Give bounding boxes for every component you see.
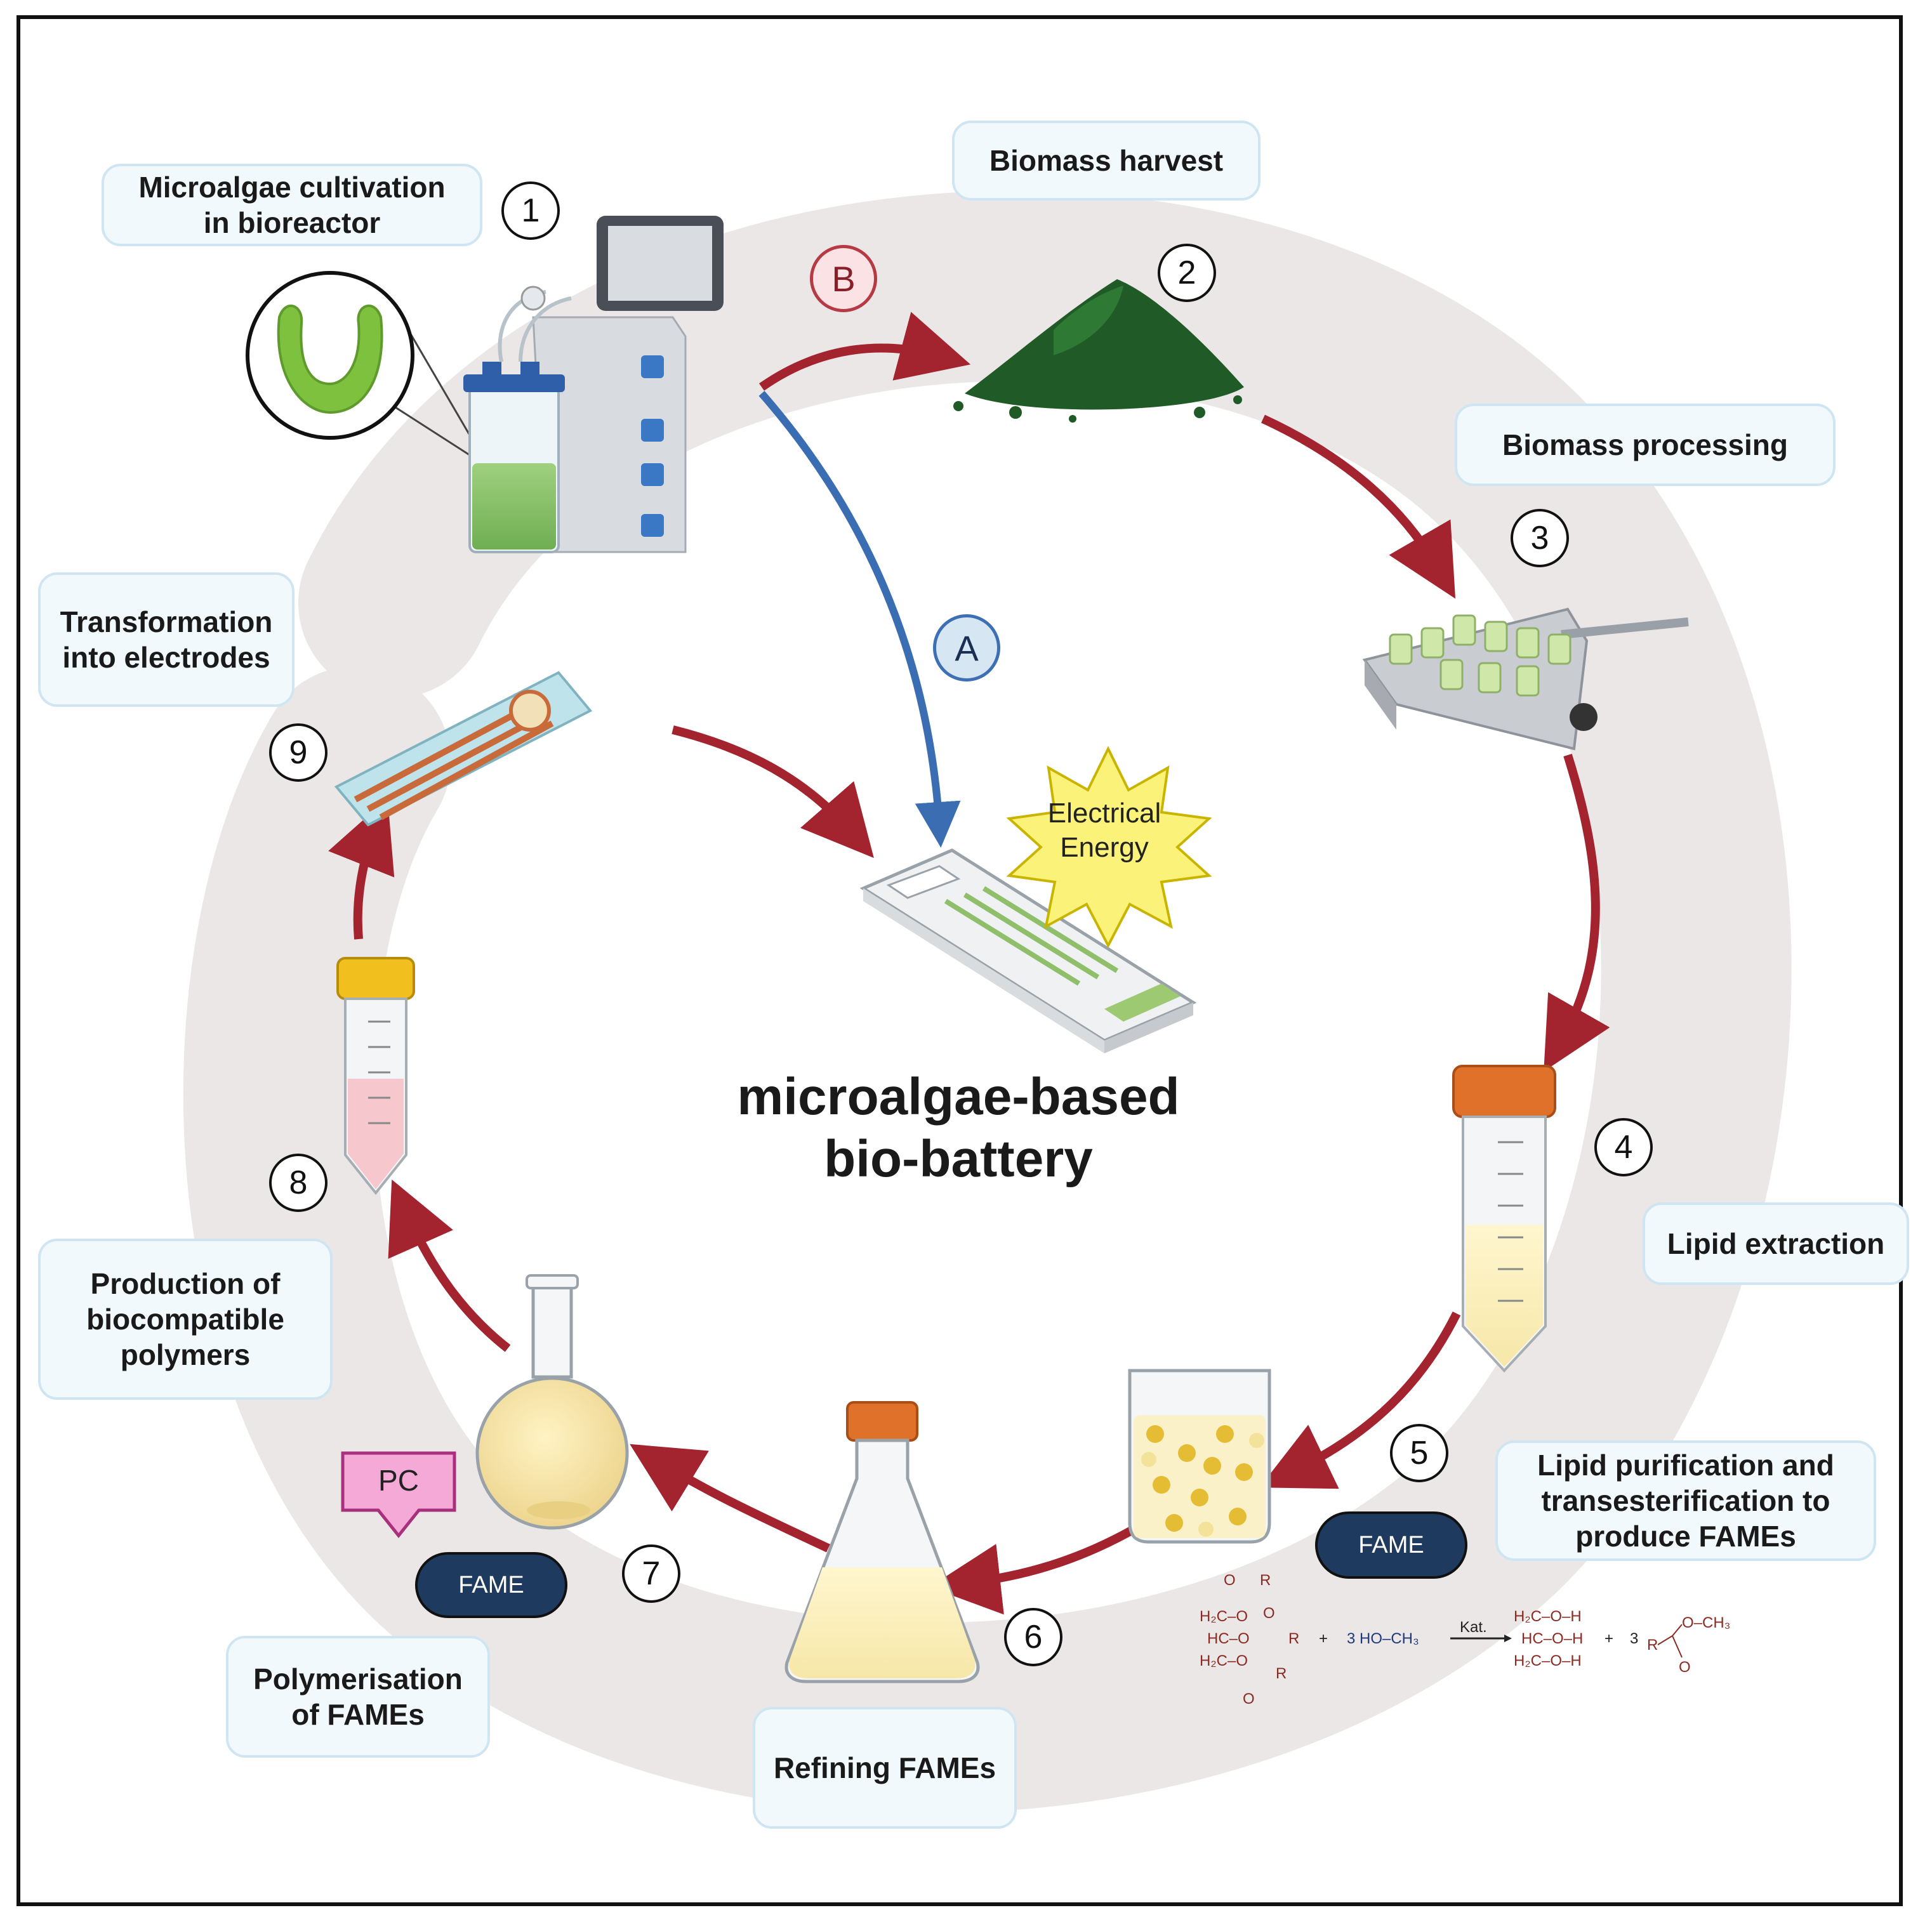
reaction-ester-o: O	[1679, 1659, 1691, 1676]
reaction-o-1: O	[1224, 1572, 1236, 1589]
round-flask-illustration	[475, 1274, 629, 1530]
center-title: microalgae-based bio-battery	[737, 1068, 1180, 1188]
electrical-energy-label: Electrical Energy	[1047, 798, 1161, 863]
fame-tag-step-5: FAME	[1315, 1511, 1467, 1579]
beaker-illustration	[1128, 1369, 1271, 1544]
bio-battery-illustration	[859, 848, 1197, 1053]
arrow-9-to-battery	[672, 725, 874, 859]
step-4-number: 4	[1594, 1118, 1653, 1176]
route-b-badge: B	[810, 245, 877, 312]
figure-frame	[17, 15, 1903, 1906]
reaction-catalyst: Kat.	[1460, 1619, 1487, 1636]
reaction-plus-2: +	[1604, 1630, 1613, 1647]
arrow-6-to-7	[630, 1444, 830, 1553]
reaction-r-1: R	[1260, 1572, 1271, 1589]
step-4-label: Lipid extraction	[1643, 1202, 1909, 1285]
biomass-pile-illustration	[953, 279, 1244, 423]
reaction-o-3: O	[1243, 1690, 1255, 1708]
step-9-label: Transformation into electrodes	[38, 572, 294, 707]
pc-tag-shape	[341, 1451, 456, 1539]
falcon-tube-illustration	[1452, 1065, 1556, 1373]
step-6-label: Refining FAMEs	[753, 1707, 1017, 1829]
step-5-number: 5	[1390, 1424, 1448, 1482]
fame-tag-step-7: FAME	[415, 1552, 567, 1618]
arrow-2-to-3	[1261, 414, 1456, 599]
step-2-label: Biomass harvest	[952, 121, 1260, 201]
route-a-badge: A	[933, 614, 1000, 681]
step-8-number: 8	[269, 1154, 328, 1212]
arrow-5-to-6	[929, 1522, 1142, 1615]
step-5-label: Lipid purification and transesterificati…	[1495, 1440, 1876, 1561]
reaction-ester-bonds	[1657, 1624, 1683, 1658]
step-9-number: 9	[269, 723, 328, 782]
step-7-label: Polymerisation of FAMEs	[226, 1636, 490, 1758]
reaction-tg-mid: HC–O	[1207, 1630, 1250, 1647]
reaction-r-3: R	[1276, 1665, 1287, 1682]
reaction-gly-top: H₂C–O–H	[1514, 1608, 1582, 1625]
reaction-ester-och3: O–CH₃	[1682, 1614, 1730, 1631]
erlenmeyer-flask-illustration	[784, 1401, 980, 1683]
step-7-number: 7	[622, 1544, 680, 1603]
reaction-r-2: R	[1288, 1630, 1299, 1647]
reaction-ester-r: R	[1647, 1636, 1658, 1654]
reaction-plus-1: +	[1319, 1630, 1328, 1647]
pink-tube-illustration	[336, 957, 415, 1195]
electrode-strip-illustration	[334, 671, 593, 827]
bioreactor-illustration	[246, 216, 724, 553]
energy-burst-shape	[1006, 746, 1212, 949]
arrow-8-to-9	[328, 798, 395, 940]
arrow-1-to-2	[758, 312, 971, 391]
reaction-arrow-head	[1504, 1635, 1512, 1642]
step-8-label: Production of biocompatible polymers	[38, 1239, 333, 1400]
step-2-number: 2	[1158, 244, 1216, 302]
reaction-gly-bot: H₂C–O–H	[1514, 1652, 1582, 1669]
pc-tag-label: PC	[378, 1464, 419, 1497]
tube-rack-illustration	[1362, 607, 1689, 751]
reaction-ester-coef: 3	[1630, 1630, 1638, 1647]
ring-interior	[444, 463, 1485, 1517]
transesterification-reaction: H₂C–O HC–O H₂C–O O R O R R O + 3 HO–CH₃ …	[1200, 1572, 1730, 1708]
arrow-route-a	[758, 391, 961, 848]
arrow-7-to-8	[388, 1179, 511, 1352]
step-3-number: 3	[1511, 509, 1569, 567]
reaction-o-2: O	[1263, 1605, 1275, 1622]
reaction-tg-top: H₂C–O	[1200, 1608, 1248, 1625]
arrow-3-to-4	[1544, 753, 1610, 1072]
step-1-number: 1	[501, 181, 560, 240]
step-1-label: Microalgae cultivation in bioreactor	[102, 164, 482, 246]
step-3-label: Biomass processing	[1455, 404, 1836, 486]
step-6-number: 6	[1004, 1608, 1062, 1666]
outer-ring	[183, 190, 1792, 1814]
reaction-methanol: HO–CH₃	[1360, 1630, 1419, 1647]
arrow-4-to-5	[1259, 1311, 1461, 1489]
reaction-tg-bot: H₂C–O	[1200, 1652, 1248, 1669]
reaction-methanol-coef: 3	[1347, 1630, 1355, 1647]
reaction-gly-mid: HC–O–H	[1521, 1630, 1583, 1647]
